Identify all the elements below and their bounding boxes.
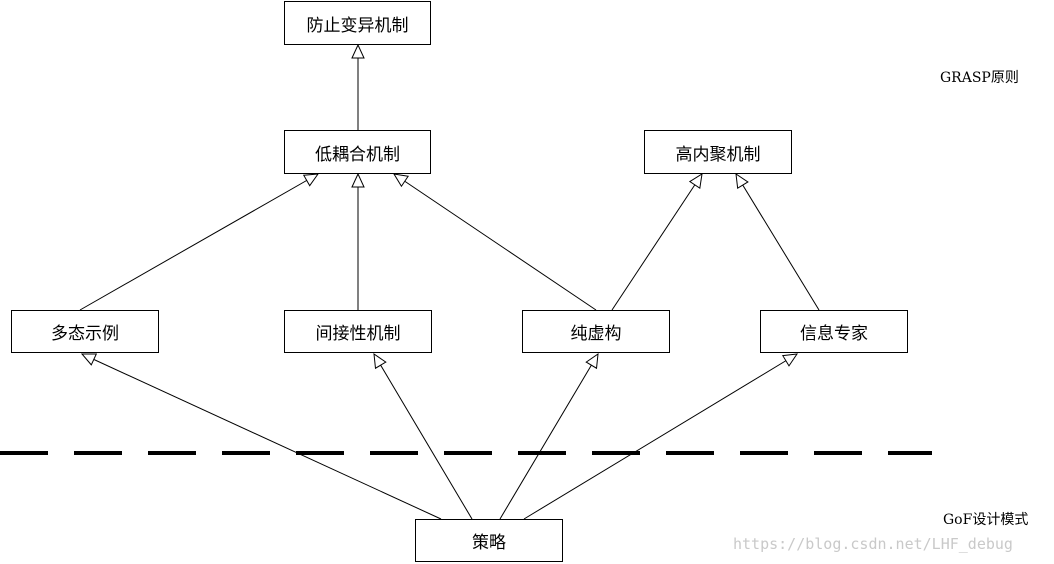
- arrow-strategy-to-polymorphism: [80, 353, 442, 520]
- arrow-pure-fabrication-to-low-coupling: [393, 173, 597, 311]
- watermark-url: https://blog.csdn.net/LHF_debug: [733, 535, 1013, 553]
- arrow-polymorphism-to-low-coupling: [79, 173, 320, 311]
- node-low-coupling-label: 低耦合机制: [315, 144, 400, 165]
- node-polymorphism: 多态示例: [11, 310, 159, 353]
- node-strategy: 策略: [415, 519, 563, 562]
- node-information-expert-label: 信息专家: [800, 324, 868, 344]
- arrow-strategy-to-pure-fabrication: [499, 352, 599, 520]
- node-prevent-variation: 防止变异机制: [284, 1, 431, 45]
- node-high-cohesion: 高内聚机制: [644, 130, 792, 174]
- node-indirection-label: 间接性机制: [315, 324, 401, 344]
- node-pure-fabrication: 纯虚构: [522, 310, 670, 353]
- node-polymorphism-label: 多态示例: [51, 324, 119, 344]
- node-low-coupling: 低耦合机制: [284, 130, 431, 174]
- arrow-strategy-to-information-expert: [523, 353, 799, 520]
- arrow-strategy-to-indirection: [373, 352, 473, 520]
- node-indirection: 间接性机制: [284, 310, 432, 353]
- arrow-pure-fabrication-to-high-cohesion: [611, 173, 703, 311]
- grasp-layer-label: GRASP原则: [940, 70, 1019, 86]
- node-strategy-label: 策略: [472, 533, 506, 553]
- node-prevent-variation-label: 防止变异机制: [306, 15, 409, 36]
- node-high-cohesion-label: 高内聚机制: [675, 144, 761, 165]
- gof-layer-label: GoF设计模式: [943, 512, 1029, 528]
- arrow-information-expert-to-high-cohesion: [735, 172, 820, 311]
- node-pure-fabrication-label: 纯虚构: [570, 324, 622, 344]
- node-information-expert: 信息专家: [760, 310, 908, 353]
